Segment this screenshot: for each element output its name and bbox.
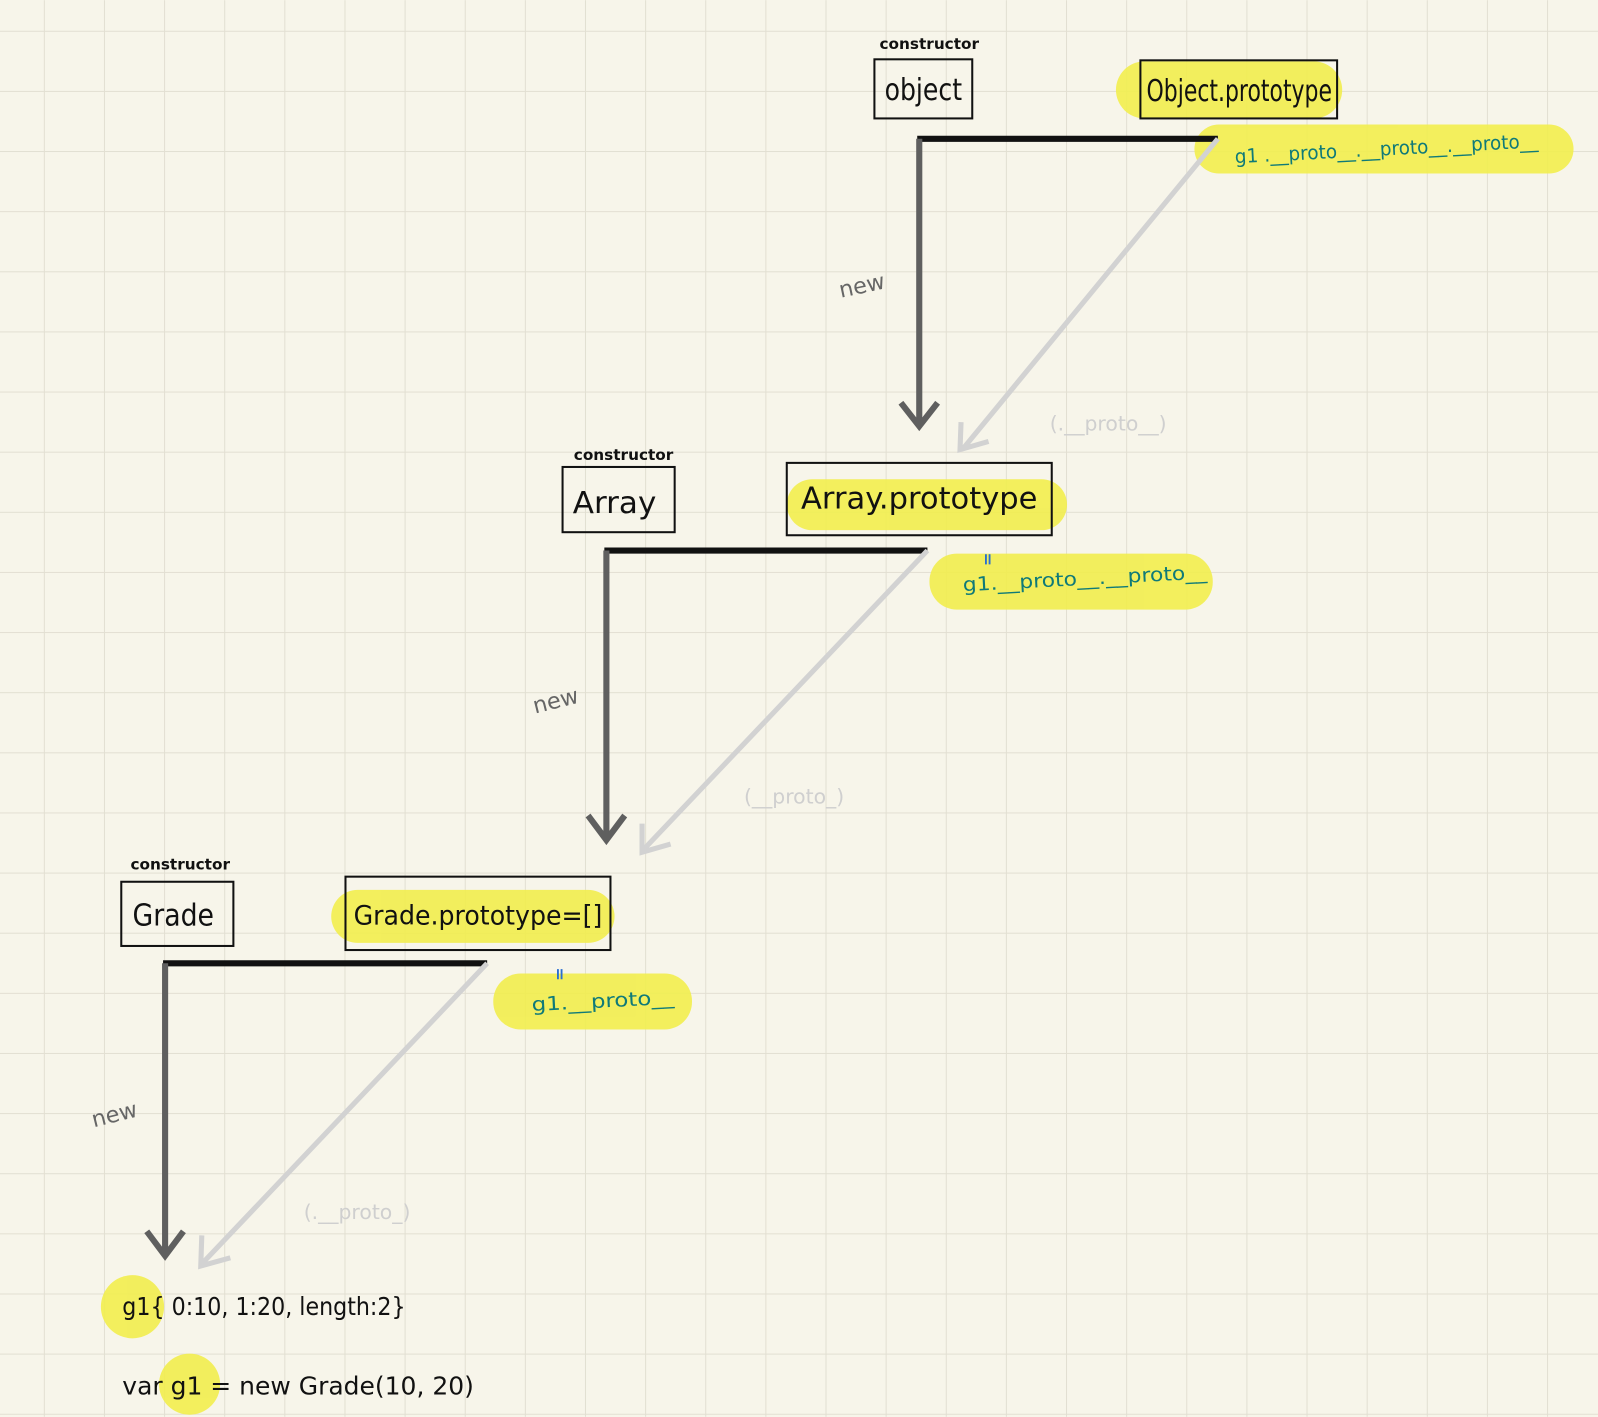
new-arrow	[585, 550, 628, 846]
prototype-label: Grade.prototype=[]	[354, 901, 603, 932]
highlight-grade-prototype	[331, 889, 615, 943]
proto-arrow-label: (.__proto_)	[304, 1200, 411, 1224]
highlight-object-prototype	[1115, 61, 1343, 119]
proto-arrow	[639, 548, 930, 856]
new-arrow	[144, 963, 186, 1261]
new-arrow	[898, 138, 941, 432]
constructor-box	[120, 880, 235, 947]
constructor-caption: constructor	[130, 856, 230, 874]
prototype-label: Object.prototype	[1147, 74, 1332, 109]
constructor-caption: constructor	[880, 35, 980, 53]
constructor-name: object	[885, 73, 962, 108]
highlight-g1-instance	[100, 1275, 165, 1339]
highlights	[100, 61, 1574, 1415]
instance-object-literal: g1{ 0:10, 1:20, length:2}	[122, 1292, 405, 1321]
constructor-caption: constructor	[574, 446, 674, 464]
proto-arrow	[198, 961, 489, 1270]
prototype-label: Array.prototype	[801, 482, 1037, 517]
code-statement: var g1 = new Grade(10, 20)	[122, 1371, 474, 1400]
equivalence-mark: =	[978, 553, 997, 567]
level-grade: constructor Grade Grade.prototype=[] new…	[89, 856, 675, 1270]
highlight-path-2	[929, 553, 1213, 610]
prototype-box	[1139, 59, 1339, 120]
highlight-g1-var	[158, 1353, 221, 1415]
constructor-box	[873, 58, 974, 120]
prototype-box	[785, 461, 1053, 537]
constructor-name: Array	[573, 486, 657, 521]
highlight-path-1	[1194, 124, 1574, 174]
equivalence-mark: =	[550, 967, 569, 981]
prototype-box	[344, 875, 612, 952]
proto-arrow-label: (.__proto__)	[1050, 411, 1167, 435]
proto-arrow	[957, 137, 1220, 454]
constructor-name: Grade	[132, 899, 214, 934]
constructor-box	[561, 465, 676, 534]
highlight-array-prototype	[786, 479, 1068, 531]
highlight-path-3	[493, 973, 692, 1030]
proto-arrow-label: (__proto_)	[744, 784, 844, 808]
